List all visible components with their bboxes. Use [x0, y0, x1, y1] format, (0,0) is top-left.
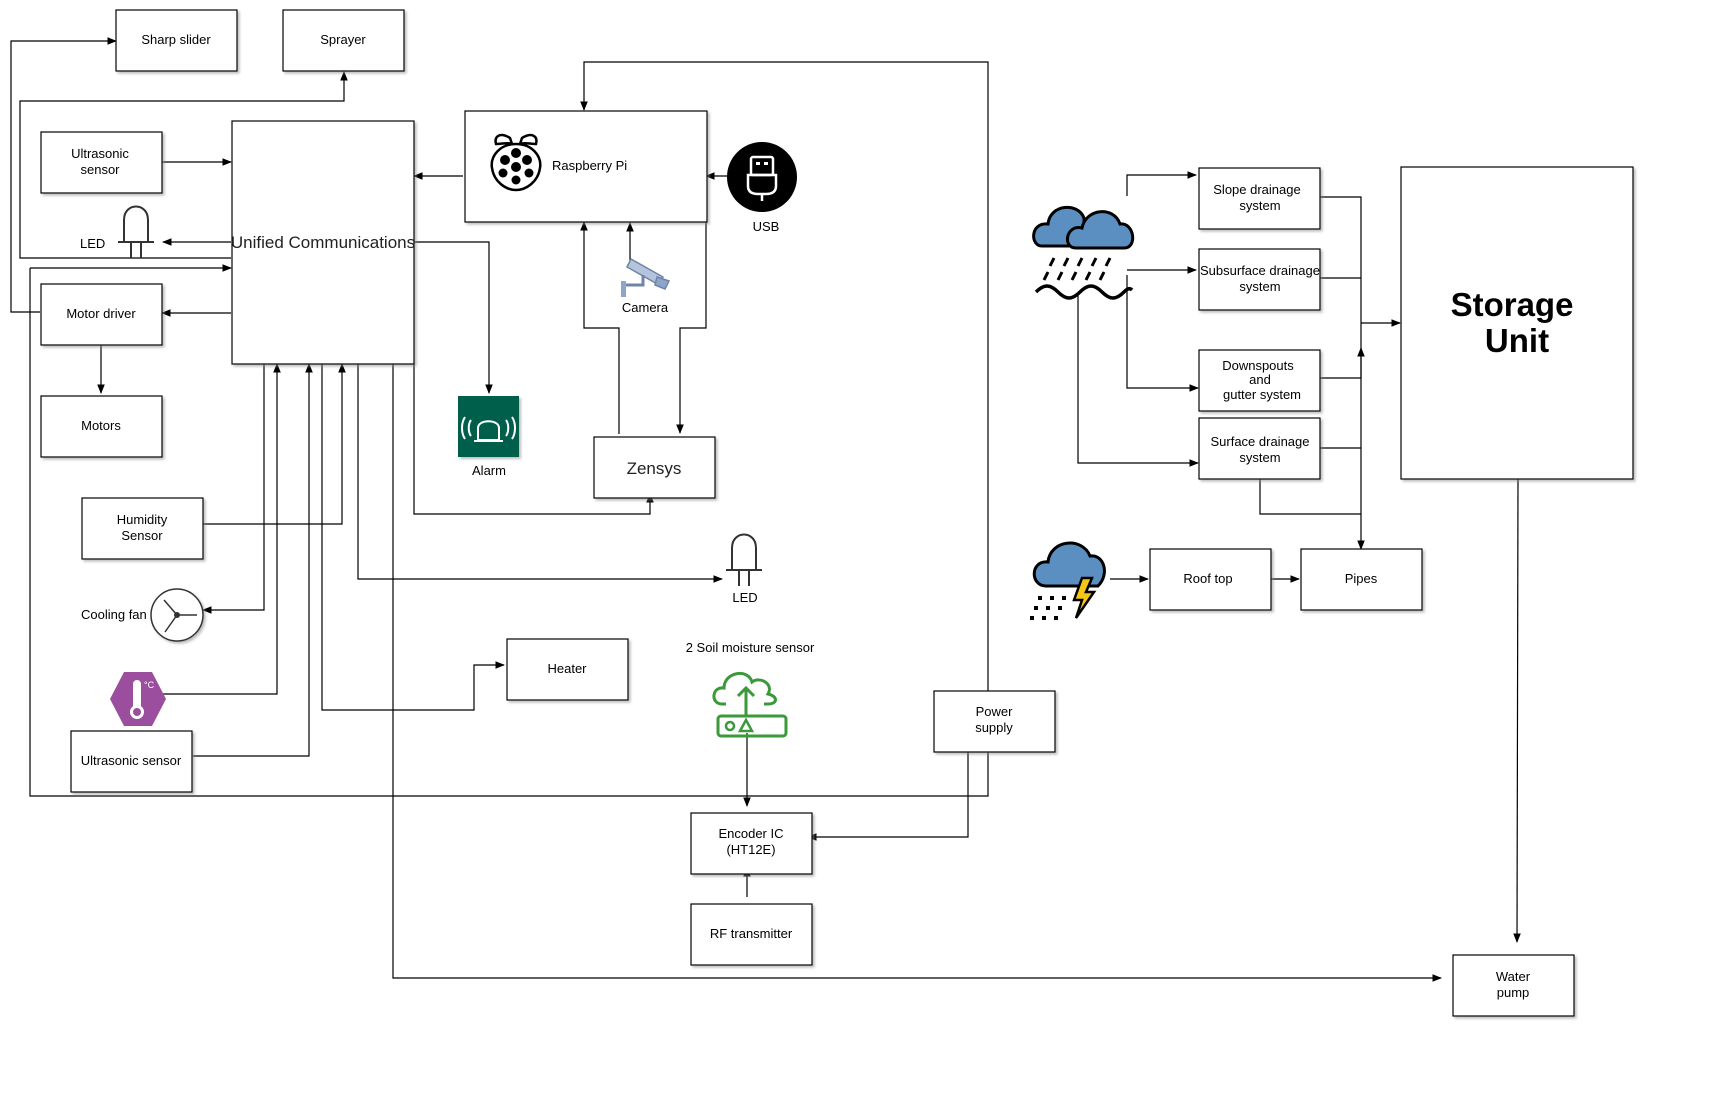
- raspberry-pi-block: Raspberry Pi: [464, 110, 708, 223]
- camera-icon: [621, 257, 671, 297]
- roof-top-block: Roof top: [1149, 548, 1272, 611]
- motors-block: Motors: [40, 395, 163, 458]
- cooling-fan-label: Cooling fan: [81, 607, 147, 622]
- ultrasonic-sensor-top-label-1: Ultrasonic: [71, 146, 129, 161]
- raspberry-pi-label: Raspberry Pi: [552, 158, 627, 173]
- power-supply-label-1: Power: [976, 704, 1014, 719]
- cooling-fan-block: Cooling fan: [81, 588, 204, 642]
- led-icon: [726, 533, 762, 586]
- encoder-ic-label-2: (HT12E): [726, 842, 775, 857]
- temperature-sensor-block: °C: [110, 672, 166, 726]
- power-supply-label-2: supply: [975, 720, 1013, 735]
- slope-drainage-block: Slope drainage system: [1198, 167, 1321, 230]
- soil-moisture-sensor-block: 2 Soil moisture sensor: [686, 640, 815, 738]
- zensys-block: Zensys: [593, 436, 716, 499]
- unified-communications-block: Unified Communications: [231, 120, 415, 365]
- humidity-sensor-label-1: Humidity: [117, 512, 168, 527]
- raspberry-pi-logo-icon: [490, 133, 542, 192]
- soil-moisture-sensor-label: 2 Soil moisture sensor: [686, 640, 815, 655]
- temperature-sensor-icon: °C: [110, 672, 166, 726]
- encoder-ic-label-1: Encoder IC: [718, 826, 783, 841]
- alarm-label: Alarm: [472, 463, 506, 478]
- storage-unit-label-2: Unit: [1485, 322, 1549, 359]
- pipes-block: Pipes: [1300, 548, 1423, 611]
- camera-label: Camera: [622, 300, 669, 315]
- roof-top-label: Roof top: [1183, 571, 1232, 586]
- surface-drainage-label-2: system: [1239, 450, 1280, 465]
- zensys-label: Zensys: [627, 459, 682, 478]
- connectors: [10, 37, 1521, 982]
- motor-driver-label: Motor driver: [66, 306, 136, 321]
- water-pump-label-2: pump: [1497, 985, 1530, 1000]
- rain-cloud-icon: [1032, 205, 1135, 300]
- motors-label: Motors: [81, 418, 121, 433]
- alarm-block: Alarm: [458, 396, 519, 478]
- pipes-label: Pipes: [1345, 571, 1378, 586]
- sprayer-label: Sprayer: [320, 32, 366, 47]
- subsurface-drainage-label-2: system: [1239, 279, 1280, 294]
- ultrasonic-sensor-bottom-block: Ultrasonic sensor: [70, 730, 193, 793]
- downspouts-label-1: Downspouts: [1222, 358, 1294, 373]
- encoder-ic-block: Encoder IC (HT12E): [690, 812, 813, 875]
- sprayer-block: Sprayer: [282, 9, 405, 72]
- water-pump-label-1: Water: [1496, 969, 1531, 984]
- soil-moisture-cloud-icon: [712, 672, 788, 738]
- sharp-slider-block: Sharp slider: [115, 9, 238, 72]
- led-left-block: LED: [80, 205, 154, 258]
- subsurface-drainage-block: Subsurface drainage system: [1198, 248, 1321, 311]
- ultrasonic-sensor-top-label-2: sensor: [80, 162, 120, 177]
- storm-cloud-icon: [1030, 541, 1106, 620]
- usb-icon: [727, 142, 797, 212]
- ultrasonic-sensor-bottom-label: Ultrasonic sensor: [81, 753, 182, 768]
- rf-transmitter-block: RF transmitter: [690, 903, 813, 966]
- downspouts-label-3: gutter system: [1223, 387, 1301, 402]
- downspouts-gutter-block: Downspouts and gutter system: [1198, 349, 1321, 412]
- heater-label: Heater: [547, 661, 587, 676]
- ultrasonic-sensor-top-block: Ultrasonic sensor: [40, 131, 163, 194]
- led-center-block: LED: [726, 533, 762, 605]
- cooling-fan-icon: [150, 588, 204, 642]
- humidity-sensor-block: Humidity Sensor: [81, 497, 204, 560]
- subsurface-drainage-label-1: Subsurface drainage: [1200, 263, 1320, 278]
- unified-communications-label: Unified Communications: [231, 233, 415, 252]
- rf-transmitter-label: RF transmitter: [710, 926, 793, 941]
- led-left-label: LED: [80, 236, 105, 251]
- usb-block: USB: [727, 142, 797, 234]
- surface-drainage-label-1: Surface drainage: [1210, 434, 1309, 449]
- slope-drainage-label-2: system: [1239, 198, 1280, 213]
- led-center-label: LED: [732, 590, 757, 605]
- downspouts-label-2: and: [1249, 372, 1271, 387]
- usb-label: USB: [753, 219, 780, 234]
- heater-block: Heater: [506, 638, 629, 701]
- sharp-slider-label: Sharp slider: [141, 32, 211, 47]
- svg-text:°C: °C: [144, 680, 155, 690]
- storage-unit-block: Storage Unit: [1400, 166, 1634, 480]
- storage-unit-label-1: Storage: [1451, 286, 1574, 323]
- power-supply-block: Power supply: [933, 690, 1056, 753]
- alarm-icon: [458, 396, 519, 457]
- slope-drainage-label-1: Slope drainage: [1213, 182, 1300, 197]
- surface-drainage-block: Surface drainage system: [1198, 417, 1321, 480]
- humidity-sensor-label-2: Sensor: [121, 528, 163, 543]
- water-pump-block: Water pump: [1452, 954, 1575, 1017]
- motor-driver-block: Motor driver: [40, 283, 163, 346]
- camera-block: Camera: [621, 257, 671, 315]
- led-icon: [118, 205, 154, 258]
